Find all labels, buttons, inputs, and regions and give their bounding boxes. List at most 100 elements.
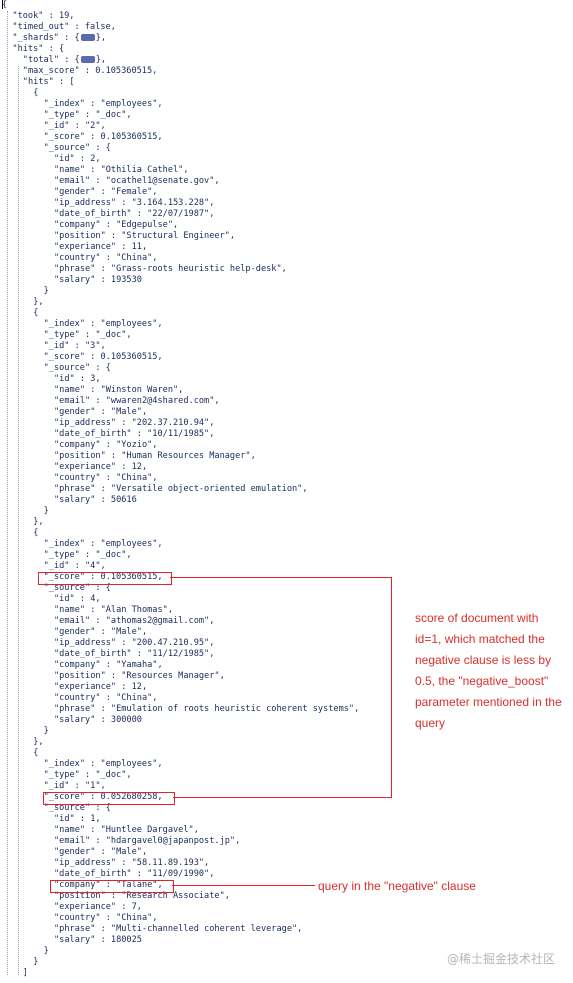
json-line: "position" : "Research Associate", bbox=[54, 891, 230, 901]
json-line: "_source" : { bbox=[43, 143, 111, 153]
json-line: "date_of_birth" : "10/11/1985", bbox=[54, 429, 215, 439]
json-line: "_score" : 0.105360515, bbox=[43, 132, 163, 142]
json-line: "max_score" : 0.105360515, bbox=[22, 66, 158, 76]
json-line: "country" : "China", bbox=[54, 693, 158, 703]
score-connector-bottom bbox=[173, 797, 392, 798]
json-line: "ip_address" : "200.47.210.95", bbox=[54, 638, 215, 648]
indent-guide bbox=[7, 11, 9, 975]
collapsed-object-toggle[interactable] bbox=[80, 56, 95, 63]
json-line: }, bbox=[33, 737, 44, 747]
json-line: { bbox=[33, 528, 39, 538]
json-line: "name" : "Othilia Cathel", bbox=[54, 165, 189, 175]
json-line: "_type" : "_doc", bbox=[43, 550, 132, 560]
json-line: "id" : 2, bbox=[54, 154, 101, 164]
json-line: "_type" : "_doc", bbox=[43, 770, 132, 780]
json-line: "id" : 1, bbox=[54, 814, 101, 824]
json-line: "country" : "China", bbox=[54, 473, 158, 483]
json-line: "hits" : [ bbox=[22, 77, 75, 87]
indent-guide bbox=[17, 66, 19, 975]
json-line: "hits" : { bbox=[12, 44, 65, 54]
json-line: }, bbox=[33, 517, 44, 527]
collapsed-object-toggle[interactable] bbox=[80, 34, 95, 41]
company-connector bbox=[172, 885, 315, 886]
json-line: { bbox=[33, 748, 39, 758]
score-annotation: score of document with id=1, which match… bbox=[415, 611, 562, 730]
json-line: "name" : "Huntlee Dargavel", bbox=[54, 825, 199, 835]
json-line: "name" : "Winston Waren", bbox=[54, 385, 184, 395]
json-line: "company" : "Yozio", bbox=[54, 440, 158, 450]
json-line: "experiance" : 11, bbox=[54, 242, 148, 252]
json-line: "experiance" : 12, bbox=[54, 462, 148, 472]
json-line: "salary" : 193530 bbox=[54, 275, 142, 285]
score-doc4-highlight bbox=[38, 572, 172, 585]
json-line: "_index" : "employees", bbox=[43, 319, 163, 329]
json-line: "name" : "Alan Thomas", bbox=[54, 605, 173, 615]
json-line: "gender" : "Male", bbox=[54, 847, 148, 857]
json-line: "total" : {}, bbox=[22, 55, 107, 65]
json-line: "country" : "China", bbox=[54, 253, 158, 263]
json-line: } bbox=[33, 957, 39, 967]
json-line: "company" : "Talane", bbox=[54, 880, 163, 890]
json-line: "ip_address" : "58.11.89.193", bbox=[54, 858, 210, 868]
json-line: "_type" : "_doc", bbox=[43, 330, 132, 340]
json-line: "phrase" : "Emulation of roots heuristic… bbox=[54, 704, 360, 714]
text-cursor bbox=[2, 0, 3, 9]
json-line: "salary" : 180025 bbox=[54, 935, 142, 945]
json-line: "id" : 4, bbox=[54, 594, 101, 604]
json-line: "company" : "Edgepulse", bbox=[54, 220, 179, 230]
json-line: "date_of_birth" : "11/12/1985", bbox=[54, 649, 215, 659]
json-line: "date_of_birth" : "11/09/1990", bbox=[54, 869, 215, 879]
json-line: } bbox=[43, 946, 49, 956]
json-line: "id" : 3, bbox=[54, 374, 101, 384]
json-line: "position" : "Resources Manager", bbox=[54, 671, 225, 681]
json-line: "phrase" : "Versatile object-oriented em… bbox=[54, 484, 308, 494]
json-line: "salary" : 300000 bbox=[54, 715, 142, 725]
json-line: "country" : "China", bbox=[54, 913, 158, 923]
json-line: "experiance" : 7, bbox=[54, 902, 142, 912]
json-line: "took" : 19, bbox=[12, 11, 75, 21]
company-doc1-highlight bbox=[50, 880, 174, 893]
json-line: "phrase" : "Multi-channelled coherent le… bbox=[54, 924, 303, 934]
json-line: "_score" : 0.105360515, bbox=[43, 352, 163, 362]
json-line: "ip_address" : "3.164.153.228", bbox=[54, 198, 215, 208]
json-line: { bbox=[2, 0, 8, 10]
json-line: "_type" : "_doc", bbox=[43, 110, 132, 120]
json-line: ] bbox=[22, 968, 28, 978]
json-line: "_id" : "2", bbox=[43, 121, 106, 131]
json-line: "position" : "Structural Engineer", bbox=[54, 231, 236, 241]
json-line: "_source" : { bbox=[43, 363, 111, 373]
json-line: } bbox=[43, 726, 49, 736]
json-line: "gender" : "Male", bbox=[54, 407, 148, 417]
json-line: "_index" : "employees", bbox=[43, 759, 163, 769]
score-connector-right bbox=[391, 577, 392, 798]
json-line: "phrase" : "Grass-roots heuristic help-d… bbox=[54, 264, 287, 274]
json-line: "_id" : "4", bbox=[43, 561, 106, 571]
json-line: { bbox=[33, 88, 39, 98]
json-line: "position" : "Human Resources Manager", bbox=[54, 451, 256, 461]
json-line: "email" : "hdargavel0@japanpost.jp", bbox=[54, 836, 241, 846]
json-line: "_score" : 0.052680258, bbox=[43, 792, 163, 802]
json-line: "_id" : "3", bbox=[43, 341, 106, 351]
json-line: "company" : "Yamaha", bbox=[54, 660, 163, 670]
json-line: "_index" : "employees", bbox=[43, 99, 163, 109]
score-doc1-highlight bbox=[43, 792, 175, 805]
query-annotation: query in the "negative" clause bbox=[318, 879, 476, 893]
json-line: "gender" : "Male", bbox=[54, 627, 148, 637]
json-line: "_source" : { bbox=[43, 583, 111, 593]
json-line: "email" : "wwaren2@4shared.com", bbox=[54, 396, 220, 406]
json-line: } bbox=[43, 506, 49, 516]
json-line: "experiance" : 12, bbox=[54, 682, 148, 692]
json-line: "_source" : { bbox=[43, 803, 111, 813]
json-line: "_shards" : {}, bbox=[12, 33, 107, 43]
watermark: @稀土掘金技术社区 bbox=[447, 952, 556, 966]
json-line: "ip_address" : "202.37.210.94", bbox=[54, 418, 215, 428]
json-line: "_id" : "1", bbox=[43, 781, 106, 791]
json-line: }, bbox=[33, 297, 44, 307]
json-line: "email" : "ocathel1@senate.gov", bbox=[54, 176, 220, 186]
json-line: "salary" : 50616 bbox=[54, 495, 137, 505]
json-line: { bbox=[33, 308, 39, 318]
json-line: "_score" : 0.105360515, bbox=[43, 572, 163, 582]
json-line: } bbox=[43, 286, 49, 296]
json-line: "email" : "athomas2@gmail.com", bbox=[54, 616, 215, 626]
